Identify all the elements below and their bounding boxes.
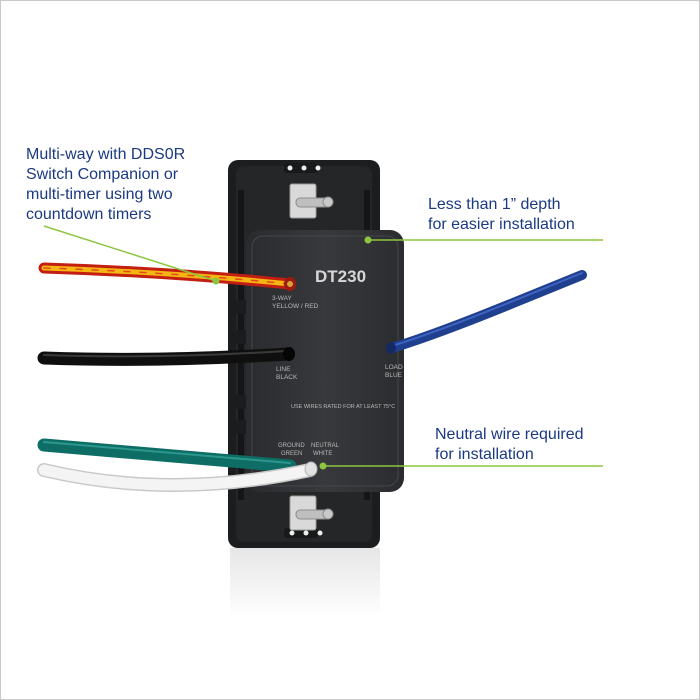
- label-blue: BLUE: [385, 372, 403, 379]
- wire-green: [37, 438, 297, 473]
- callout-depth-line: for easier installation: [428, 216, 575, 233]
- callout-multiway-line: countdown timers: [26, 206, 152, 223]
- label-green: GREEN: [281, 451, 302, 457]
- leader-line-neutral: [319, 462, 603, 470]
- label-3way: 3-WAY: [272, 295, 293, 302]
- floor-reflection: [230, 548, 380, 618]
- wire-black: [37, 347, 295, 366]
- leader-line-multiway: [43, 225, 220, 285]
- label-neutral: NEUTRAL: [311, 443, 340, 449]
- callout-neutral-line: for installation: [435, 446, 534, 463]
- device-body: [232, 230, 404, 492]
- label-white: WHITE: [313, 451, 332, 457]
- callout-neutral: Neutral wire required for installation: [435, 425, 584, 465]
- model-number: DT230: [315, 267, 366, 286]
- bottom-mounting-screw-icon: [289, 495, 334, 531]
- label-black: BLACK: [276, 374, 298, 381]
- callout-depth: Less than 1” depth for easier installati…: [428, 195, 575, 235]
- callout-multiway-line: multi-timer using two: [26, 186, 173, 203]
- callout-depth-line: Less than 1” depth: [428, 196, 561, 213]
- callout-multiway: Multi-way with DDS0R Switch Companion or…: [26, 145, 185, 225]
- wire-white: [37, 461, 318, 492]
- label-load: LOAD: [385, 364, 403, 371]
- label-line: LINE: [276, 366, 291, 373]
- callout-multiway-line: Multi-way with DDS0R: [26, 146, 186, 163]
- top-mounting-screw-icon: [289, 183, 334, 219]
- wire-rating-warning: USE WIRES RATED FOR AT LEAST 75°C: [291, 404, 395, 410]
- wire-blue: [386, 270, 587, 354]
- leader-line-depth: [364, 236, 603, 244]
- callout-neutral-line: Neutral wire required: [435, 426, 584, 443]
- callout-multiway-line: Switch Companion or: [26, 166, 179, 183]
- wire-yellow-red: [38, 262, 296, 291]
- label-ground: GROUND: [278, 443, 305, 449]
- label-yellow-red: YELLOW / RED: [272, 303, 319, 310]
